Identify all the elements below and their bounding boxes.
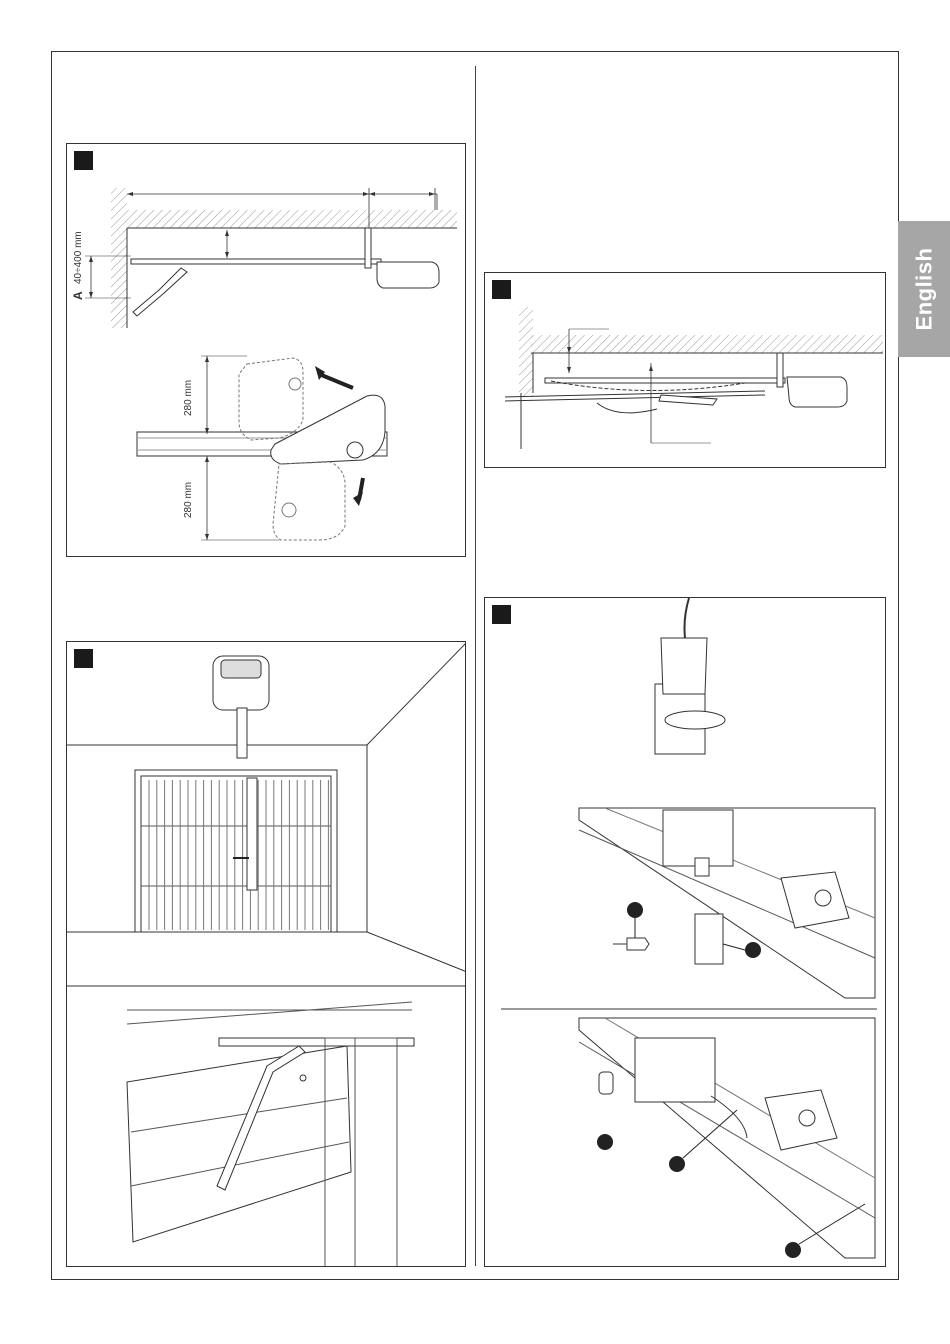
wall-hatch: [111, 188, 127, 328]
dimension-label-range: 40÷400 mm: [73, 231, 84, 284]
ceiling-hatch: [127, 210, 457, 228]
figure-rail-clearance: [484, 272, 886, 468]
figure-mounting-heights: A 40÷400 mm 280 mm 280 mm: [66, 143, 466, 557]
garage-door-diagram: [67, 642, 466, 1267]
figure-release-mechanism: [484, 597, 886, 1267]
language-tab[interactable]: English: [898, 221, 950, 357]
figure-garage-door: [66, 641, 466, 1267]
release-mechanism-diagram: [485, 598, 886, 1267]
dimension-label-lower-offset: 280 mm: [183, 482, 194, 518]
dimension-label-upper-offset: 280 mm: [183, 380, 194, 416]
column-divider: [475, 66, 476, 1266]
language-tab-label: English: [911, 248, 937, 331]
dimension-label-a: A: [71, 291, 85, 300]
mounting-diagram: [67, 144, 466, 557]
rail-clearance-diagram: [485, 273, 886, 468]
